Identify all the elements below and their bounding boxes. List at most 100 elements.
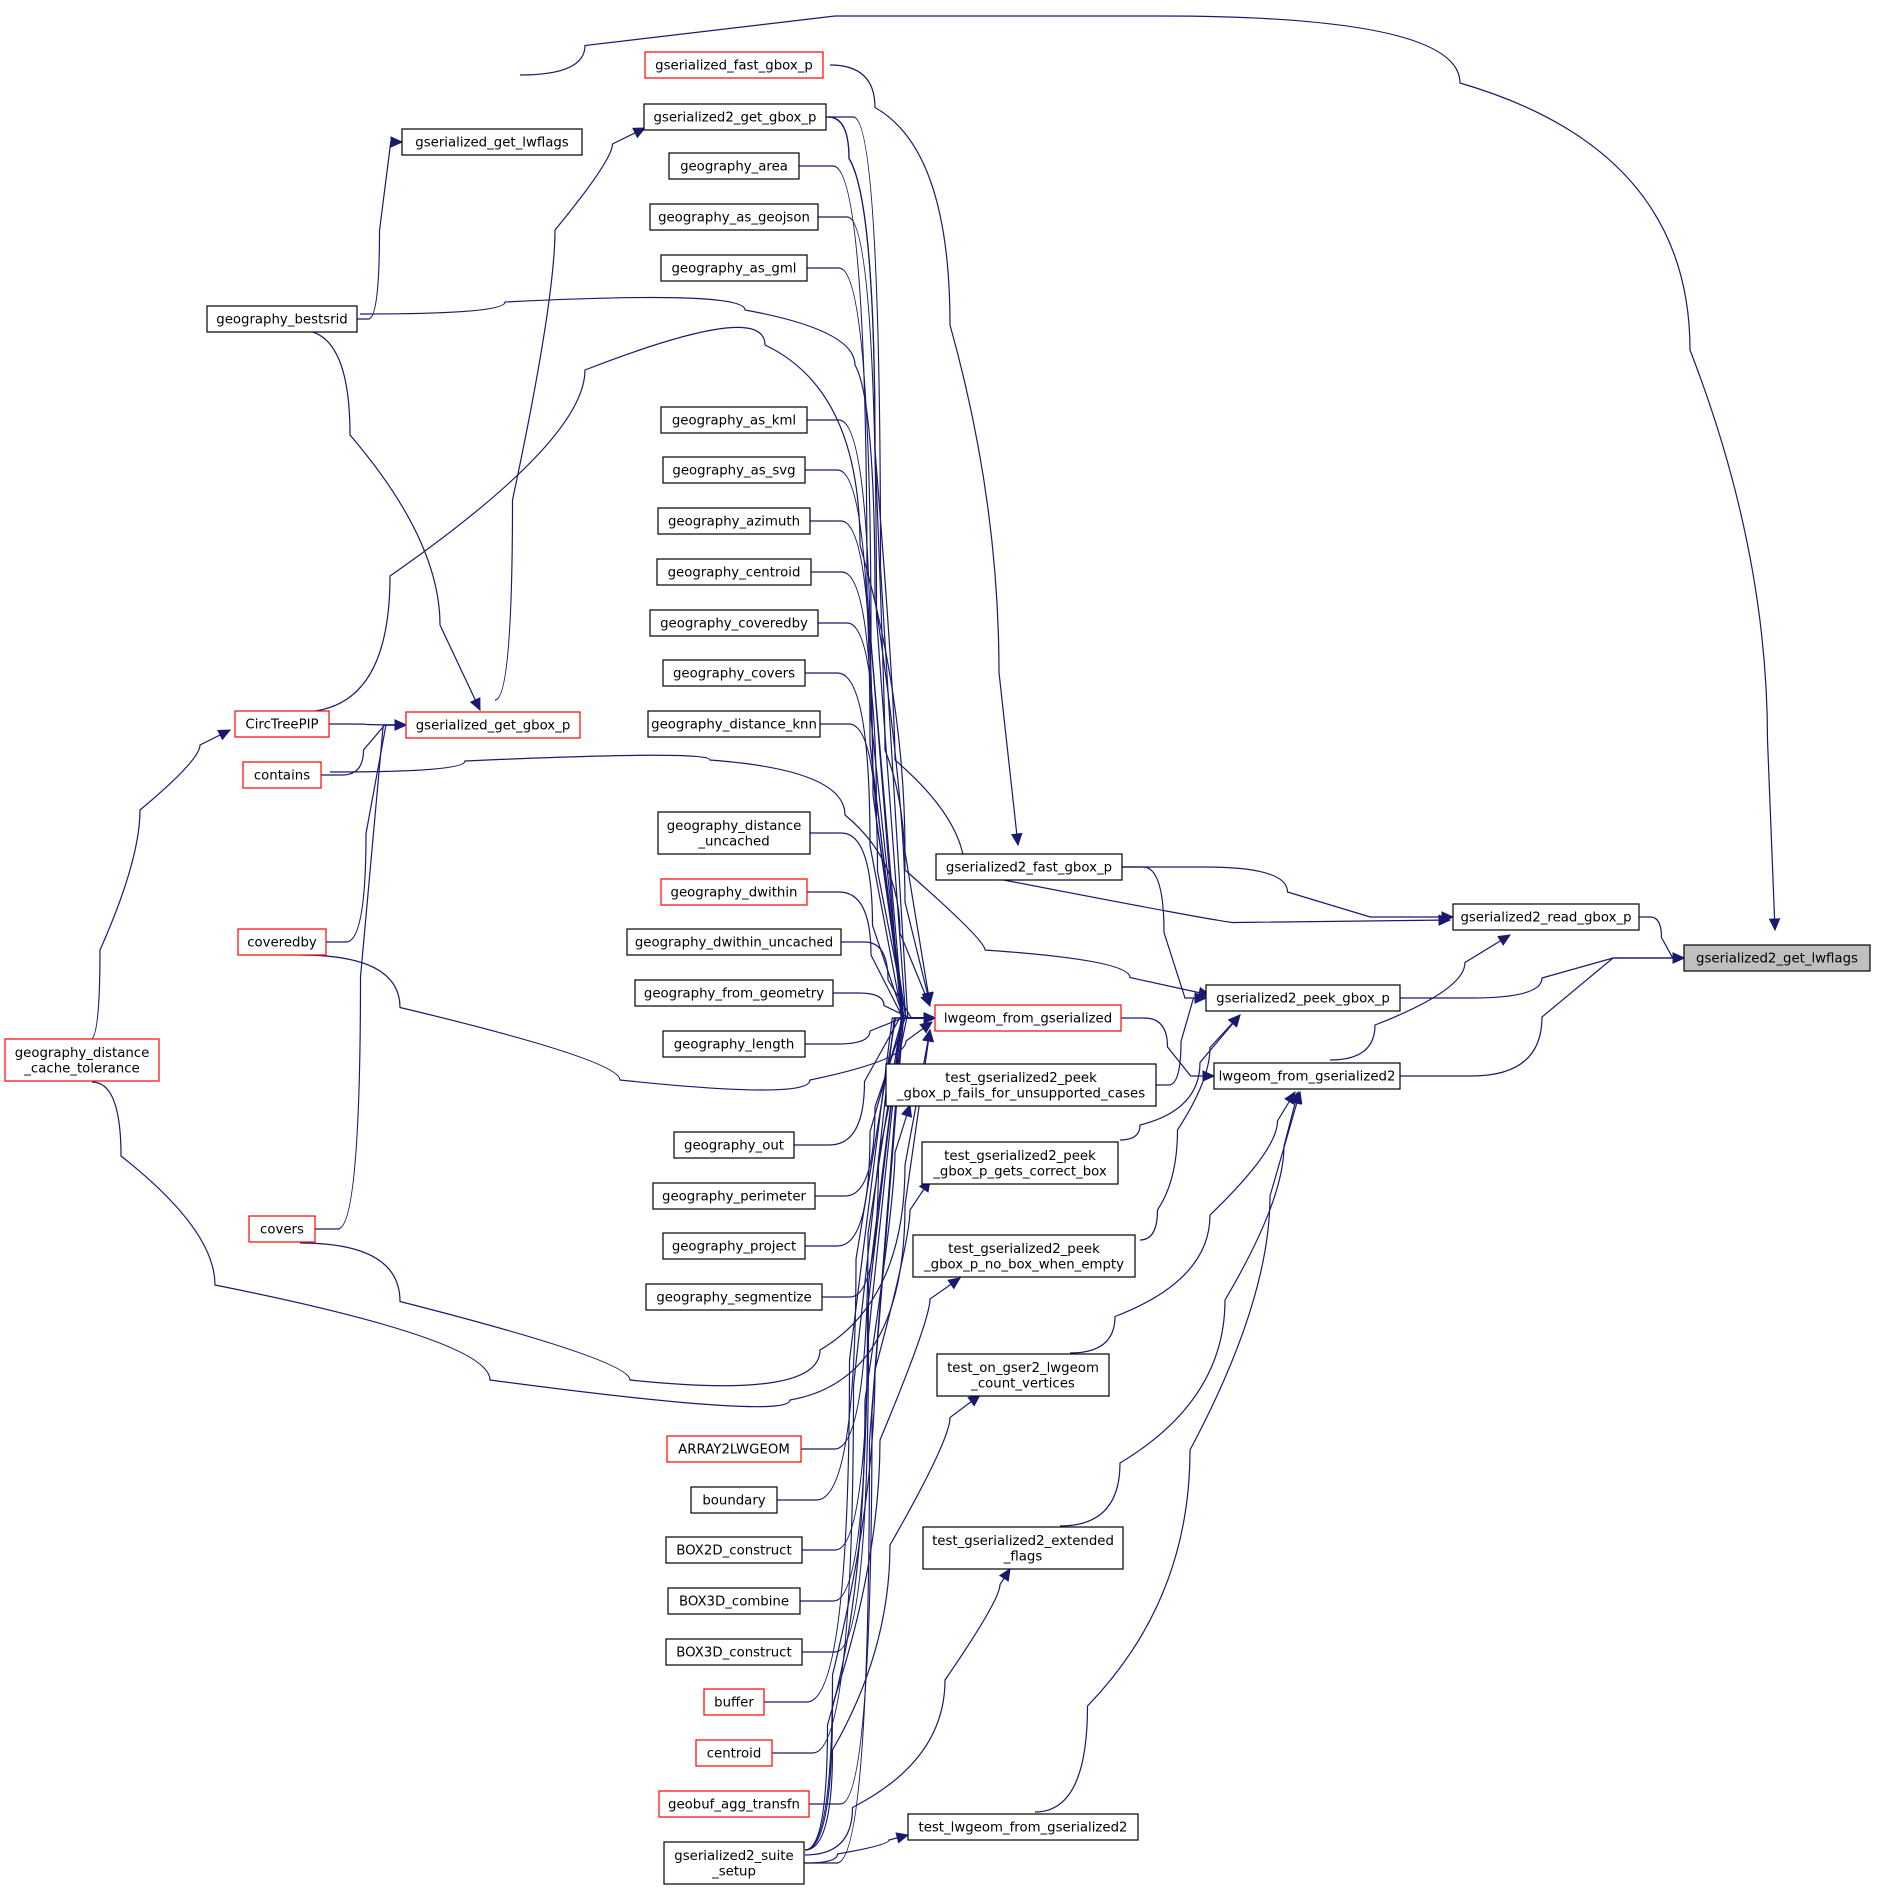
node-boundary[interactable]: boundary <box>690 1486 778 1514</box>
node-label: ARRAY2LWGEOM <box>678 1443 790 1458</box>
edge-suite_setup-to-test_peek_fail <box>804 1104 911 1851</box>
node-read_gbox[interactable]: gserialized2_read_gbox_p <box>1452 903 1640 931</box>
node-g_knn[interactable]: geography_distance_knn <box>647 710 821 738</box>
node-box <box>645 1283 823 1311</box>
edge-covers-to-get_gbox <box>315 724 406 1230</box>
node-lwgeom_fg2[interactable]: lwgeom_from_gserialized2 <box>1213 1062 1401 1090</box>
edge-coveredby-to-get_gbox <box>326 724 406 943</box>
node-test_ext[interactable]: test_gserialized2_extended_flags <box>922 1526 1124 1570</box>
node-box <box>658 1790 810 1818</box>
node-box <box>647 710 821 738</box>
arrowhead-icon <box>919 1021 933 1034</box>
node-g_dwithin[interactable]: geography_dwithin <box>660 878 808 906</box>
edge-fast_gbox2-to-read_gbox <box>1122 866 1453 918</box>
node-g_svg[interactable]: geography_as_svg <box>662 456 806 484</box>
node-g_centroid[interactable]: geography_centroid <box>656 558 812 586</box>
node-box <box>237 928 327 956</box>
node-g_segmentize[interactable]: geography_segmentize <box>645 1283 823 1311</box>
node-box <box>703 1688 765 1716</box>
node-geobuf[interactable]: geobuf_agg_transfn <box>658 1790 810 1818</box>
edge-suite_setup-to-test_count <box>804 1394 981 1851</box>
node-box <box>643 103 827 131</box>
edge-test_peek_fail-to-peek_gbox <box>1156 997 1206 1086</box>
edge-contains-to-lwgeom_fg <box>329 754 931 1007</box>
node-bestsrid[interactable]: geography_bestsrid <box>206 305 358 333</box>
node-box <box>663 1841 805 1885</box>
edge-circtree-to-lwgeom_fg <box>299 326 931 1005</box>
node-g_dist_unc[interactable]: geography_distance_uncached <box>657 811 811 855</box>
node-test_peek_empty[interactable]: test_gserialized2_peek_gbox_p_no_box_whe… <box>912 1234 1136 1278</box>
node-circtree[interactable]: CircTreePIP <box>234 710 330 738</box>
node-box <box>665 1536 803 1564</box>
edge-fast_gbox-to-fast_gbox2 <box>829 64 1019 846</box>
node-g_geojson[interactable]: geography_as_geojson <box>649 203 819 231</box>
node-box <box>206 305 358 333</box>
node-centroid[interactable]: centroid <box>695 1739 773 1767</box>
node-test_count[interactable]: test_on_gser2_lwgeom_count_vertices <box>936 1353 1110 1397</box>
node-box3d_con[interactable]: BOX3D_construct <box>665 1638 803 1666</box>
node-test_peek_correct[interactable]: test_gserialized2_peek_gbox_p_gets_corre… <box>921 1141 1119 1185</box>
node-box <box>405 711 581 739</box>
edge-g_gml-to-lwgeom_fg <box>807 267 935 1019</box>
edge-suite_setup-to-test_lwfg2 <box>804 1834 909 1864</box>
node-suite_setup[interactable]: gserialized2_suite_setup <box>663 1841 805 1885</box>
edge-coveredby-to-lwgeom_fg <box>299 954 933 1091</box>
node-g_gml[interactable]: geography_as_gml <box>660 254 808 282</box>
node-g_perimeter[interactable]: geography_perimeter <box>652 1182 816 1210</box>
node-covers[interactable]: covers <box>248 1215 316 1243</box>
node-root[interactable]: gserialized2_get_lwflags <box>1683 944 1871 972</box>
node-box <box>657 507 811 535</box>
edge-g_dist_unc-to-lwgeom_fg <box>809 832 935 1019</box>
edge-get_gbox-to-get_gbox2 <box>494 127 646 701</box>
arrowhead-icon <box>1438 914 1452 926</box>
node-test_peek_fail[interactable]: test_gserialized2_peek_gbox_p_fails_for_… <box>885 1063 1157 1107</box>
edge-g_covers-to-lwgeom_fg <box>805 672 935 1019</box>
node-array2lwgeom[interactable]: ARRAY2LWGEOM <box>666 1435 802 1463</box>
node-get_gbox2[interactable]: gserialized2_get_gbox_p <box>643 103 827 131</box>
node-label: geobuf_agg_transfn <box>668 1798 800 1813</box>
node-g_length[interactable]: geography_length <box>662 1030 806 1058</box>
graph-edges <box>89 15 1781 1864</box>
arrowhead-icon <box>1010 832 1023 847</box>
node-fast_gbox2[interactable]: gserialized2_fast_gbox_p <box>935 853 1123 881</box>
edge-get_gbox2-to-read_gbox <box>827 116 1451 924</box>
node-dist_cache[interactable]: geography_distance_cache_tolerance <box>4 1038 160 1082</box>
node-lwgeom_fg[interactable]: lwgeom_from_gserialized <box>934 1004 1122 1032</box>
node-box <box>644 51 824 79</box>
node-label: _uncached <box>697 834 769 849</box>
node-label: geography_as_geojson <box>658 211 810 226</box>
node-get_lwflags[interactable]: gserialized_get_lwflags <box>401 128 583 156</box>
node-g_coveredby[interactable]: geography_coveredby <box>649 609 819 637</box>
node-g_azimuth[interactable]: geography_azimuth <box>657 507 811 535</box>
edge-suite_setup-to-test_ext <box>804 1568 1011 1856</box>
edge-g_dwithin-to-lwgeom_fg <box>806 891 935 1019</box>
node-g_project[interactable]: geography_project <box>662 1232 806 1260</box>
node-box <box>656 558 812 586</box>
node-get_gbox[interactable]: gserialized_get_gbox_p <box>405 711 581 739</box>
node-box2d_con[interactable]: BOX2D_construct <box>665 1536 803 1564</box>
node-coveredby[interactable]: coveredby <box>237 928 327 956</box>
edge-g_coveredby-to-lwgeom_fg <box>817 622 935 1019</box>
node-peek_gbox[interactable]: gserialized2_peek_gbox_p <box>1205 984 1401 1012</box>
node-test_lwfg2[interactable]: test_lwgeom_from_gserialized2 <box>907 1813 1139 1841</box>
node-g_out[interactable]: geography_out <box>673 1131 795 1159</box>
arrowhead-icon <box>947 1277 961 1290</box>
node-label: test_gserialized2_peek <box>948 1242 1100 1257</box>
node-g_kml[interactable]: geography_as_kml <box>660 406 808 434</box>
node-box <box>626 928 842 956</box>
node-label: geography_as_svg <box>672 464 795 479</box>
node-g_from_geom[interactable]: geography_from_geometry <box>634 979 834 1007</box>
node-buffer[interactable]: buffer <box>703 1688 765 1716</box>
node-label: BOX3D_combine <box>679 1595 789 1610</box>
node-box3d_comb[interactable]: BOX3D_combine <box>667 1587 801 1615</box>
node-contains[interactable]: contains <box>242 761 322 789</box>
node-box <box>934 1004 1122 1032</box>
node-g_area[interactable]: geography_area <box>668 152 800 180</box>
node-g_covers[interactable]: geography_covers <box>662 659 806 687</box>
node-box <box>242 761 322 789</box>
arrowhead-icon <box>217 729 232 741</box>
edge-lwgeom_fg2-to-root <box>1400 957 1684 1077</box>
node-fast_gbox[interactable]: gserialized_fast_gbox_p <box>644 51 824 79</box>
edge-test_ext-to-lwgeom_fg2 <box>1059 1091 1299 1527</box>
node-g_dwithin_unc[interactable]: geography_dwithin_uncached <box>626 928 842 956</box>
